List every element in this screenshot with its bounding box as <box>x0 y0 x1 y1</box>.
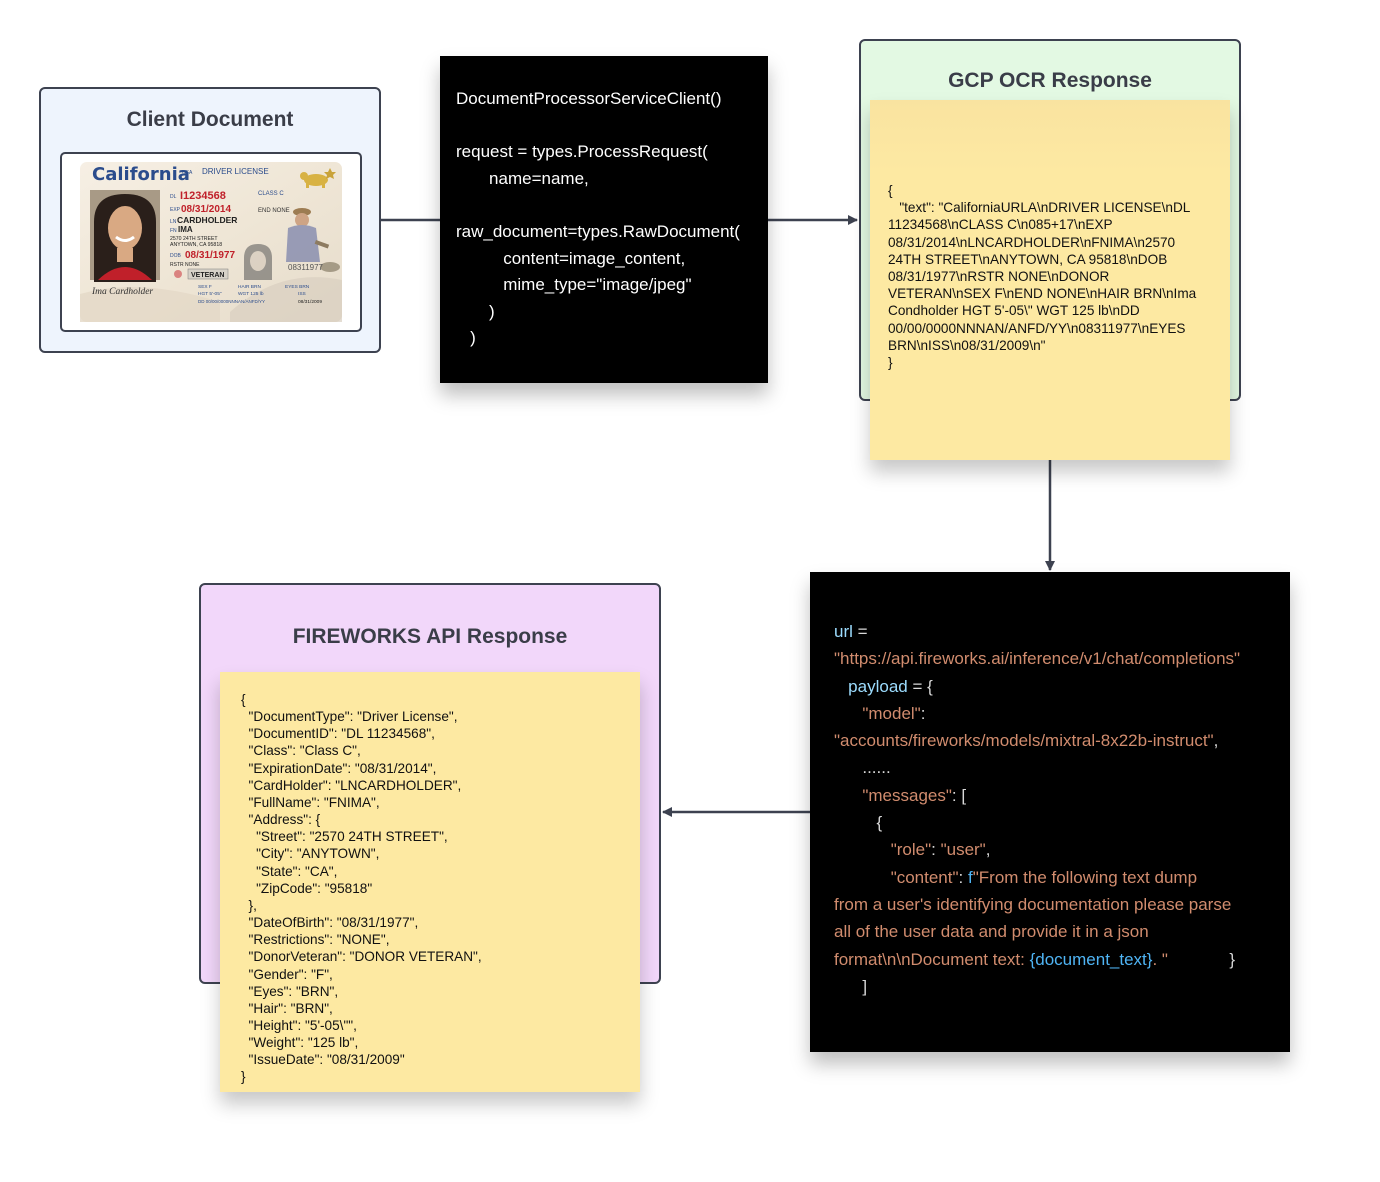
miner-illustration <box>286 208 340 272</box>
code-token: ] <box>862 976 868 996</box>
role-value: "user" <box>940 840 986 860</box>
model-key: "model" <box>862 703 921 723</box>
code-line: request = types.ProcessRequest( <box>456 142 708 162</box>
code-line: ) <box>456 328 476 348</box>
license-photo <box>90 190 160 282</box>
license-background-hills <box>230 277 342 322</box>
code-line: mime_type="image/jpeg" <box>456 275 692 295</box>
veteran-badge <box>187 268 229 280</box>
end-text: END NONE <box>258 208 290 214</box>
content-key: "content" <box>890 867 959 887</box>
exp-date: 08/31/2014 <box>181 204 231 215</box>
sex-text: SEX F <box>198 284 212 290</box>
dob-label: DOB <box>170 253 182 259</box>
code-ellipsis: ...... <box>862 758 891 778</box>
code-token: } <box>1229 949 1236 969</box>
f-prefix: f <box>968 867 973 887</box>
gcp-ocr-sticky-note[interactable]: { "text": "CaliforniaURLA\nDRIVER LICENS… <box>870 100 1230 460</box>
address-line1: 2570 24TH STREET <box>170 236 218 242</box>
code-line: ) <box>456 301 495 321</box>
content-line: from a user's identifying documentation … <box>834 894 1232 914</box>
code-token: : [ <box>951 785 967 805</box>
code-line: raw_document=types.RawDocument( <box>456 221 740 241</box>
license-background-field <box>80 287 220 322</box>
license-ghost-photo <box>244 244 272 280</box>
first-name: IMA <box>178 225 193 234</box>
iss-label: ISS <box>298 291 306 297</box>
bear-emblem-icon <box>300 168 336 188</box>
content-line: "From the following text dump <box>972 867 1198 887</box>
last-name: CARDHOLDER <box>177 215 237 225</box>
client-document-title: Client Document <box>126 108 294 131</box>
content-end: . " <box>1152 949 1168 969</box>
code-line: name=name, <box>456 168 589 188</box>
driver-license-image: California USA DRIVER LICENSE <box>80 162 342 322</box>
license-card-frame: California USA DRIVER LICENSE <box>60 152 362 332</box>
code-line: DocumentProcessorServiceClient() <box>456 89 722 108</box>
content-line: format\n\nDocument text: <box>834 949 1030 969</box>
code-token: { <box>876 813 883 833</box>
hair-text: HAIR BRN <box>238 284 261 290</box>
fireworks-request-code: url = "https://api.fireworks.ai/inferenc… <box>834 618 1240 1000</box>
eyes-text: EYES BRN <box>285 284 310 290</box>
url-value: "https://api.fireworks.ai/inference/v1/c… <box>834 649 1241 669</box>
payload-var: payload <box>848 676 908 696</box>
serial-number: 08311977 <box>288 263 324 272</box>
veteran-text: VETERAN <box>191 272 224 279</box>
code-token: : <box>958 867 964 887</box>
fireworks-response-sticky-note[interactable]: { "DocumentType": "Driver License", "Doc… <box>220 672 640 1092</box>
rstr-text: RSTR NONE <box>170 262 200 268</box>
ln-label: LN <box>170 219 177 225</box>
client-document-frame[interactable]: Client Document California USA DRIVER LI… <box>39 87 381 353</box>
content-line: all of the user data and provide it in a… <box>834 922 1149 942</box>
dl-number: I1234568 <box>180 190 226 202</box>
fireworks-api-response-title: FIREWORKS API Response <box>292 625 568 648</box>
exp-label: EXP <box>170 207 181 213</box>
document-text-var: {document_text} <box>1029 949 1153 969</box>
license-signature: Ima Cardholder <box>91 287 153 297</box>
code-token: : <box>920 703 926 723</box>
license-type: DRIVER LICENSE <box>202 167 269 176</box>
height-text: HGT 5'-05" <box>198 291 222 297</box>
url-var: url <box>834 622 853 641</box>
donor-heart-icon <box>174 270 182 278</box>
gcp-request-code-block[interactable]: DocumentProcessorServiceClient() request… <box>440 56 768 383</box>
code-token: : <box>931 840 936 860</box>
code-token: , <box>1213 731 1219 751</box>
dl-label: DL <box>170 194 177 200</box>
weight-text: WGT 125 lb <box>238 291 264 297</box>
license-state: California <box>92 164 190 185</box>
license-state-small: USA <box>182 170 193 176</box>
iss-date: 08/31/2009 <box>298 299 322 305</box>
dob: 08/31/1977 <box>185 250 235 261</box>
address-line2: ANYTOWN, CA 95818 <box>170 242 222 248</box>
messages-key: "messages" <box>862 785 952 805</box>
model-value: "accounts/fireworks/models/mixtral-8x22b… <box>834 731 1214 751</box>
code-token: , <box>985 840 991 860</box>
code-token: = <box>852 622 868 641</box>
gcp-request-code: DocumentProcessorServiceClient() request… <box>456 86 740 352</box>
gcp-ocr-response-title: GCP OCR Response <box>948 69 1152 92</box>
code-line: content=image_content, <box>456 248 686 268</box>
dd-text: DD 00/00/0000NNNAN/ANFD/YY <box>198 299 265 304</box>
role-key: "role" <box>890 840 932 860</box>
fireworks-request-code-block[interactable]: url = "https://api.fireworks.ai/inferenc… <box>810 572 1290 1052</box>
gcp-ocr-text: { "text": "CaliforniaURLA\nDRIVER LICENS… <box>888 183 1197 371</box>
class-text: CLASS C <box>258 191 284 197</box>
code-token: = { <box>907 676 933 696</box>
fireworks-response-json: { "DocumentType": "Driver License", "Doc… <box>241 692 482 1085</box>
fn-label: FN <box>170 228 177 234</box>
